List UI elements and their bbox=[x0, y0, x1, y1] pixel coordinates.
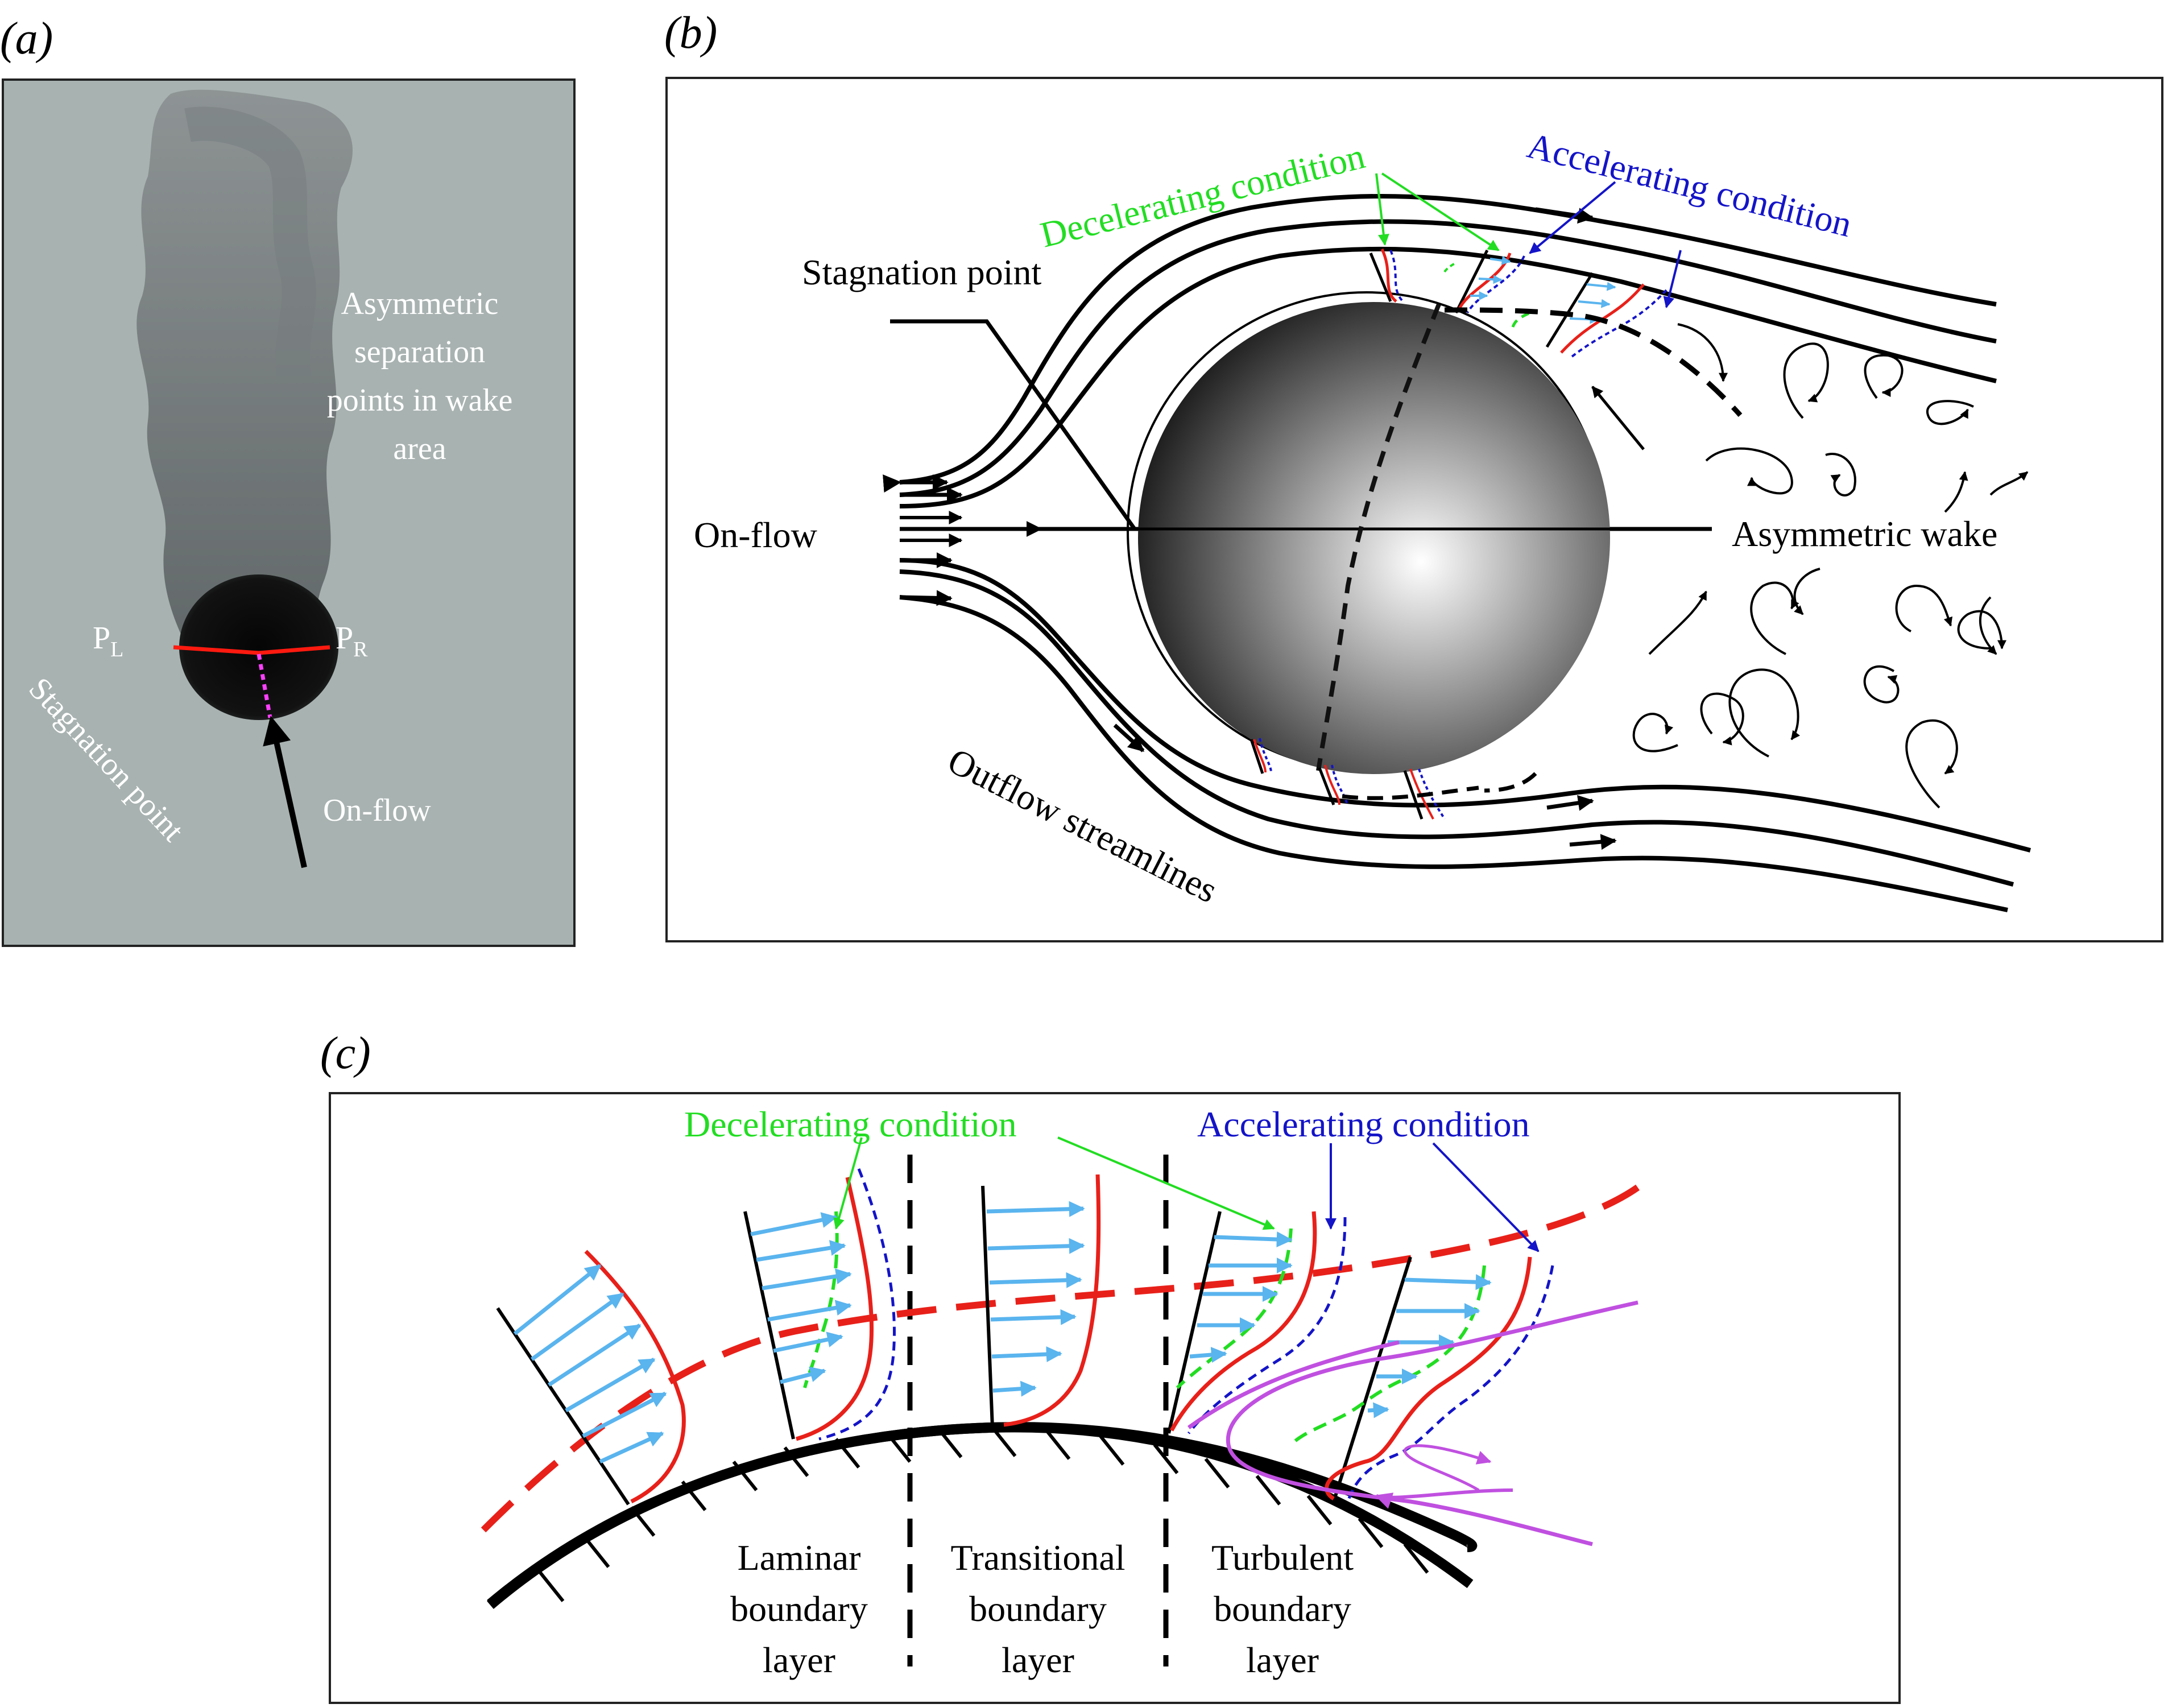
decel-pointer-1 bbox=[1375, 173, 1389, 246]
accel-pointer-1 bbox=[1529, 181, 1616, 254]
laminar-profile-2 bbox=[743, 1168, 896, 1441]
turbulent-profile-2 bbox=[1187, 1256, 1638, 1546]
c-decel-pointer-2 bbox=[1057, 1136, 1275, 1230]
transitional-profile bbox=[981, 1174, 1101, 1428]
region-turbulent-line1: Turbulent bbox=[1211, 1537, 1354, 1578]
svg-text:area: area bbox=[393, 431, 446, 466]
panel-b: (b) bbox=[664, 8, 2163, 942]
panel-c-frame bbox=[329, 1092, 1901, 1704]
stagnation-pointer bbox=[890, 319, 1136, 531]
svg-text:separation: separation bbox=[354, 334, 485, 370]
c-decel-pointer-1 bbox=[833, 1137, 863, 1230]
panel-c-label: (c) bbox=[320, 1028, 371, 1078]
decel-pointer-2 bbox=[1381, 172, 1500, 251]
panel-b-label: (b) bbox=[664, 8, 717, 58]
lower-arrow-2 bbox=[899, 590, 953, 606]
laminar-profile-1 bbox=[496, 1250, 686, 1506]
wall-hatching bbox=[539, 1426, 1429, 1602]
region-laminar-line1: Laminar bbox=[738, 1537, 861, 1578]
panel-b-onflow-label: On-flow bbox=[694, 515, 817, 555]
region-laminar-line3: layer bbox=[763, 1640, 835, 1680]
panel-c-accelerating-label: Accelerating condition bbox=[1197, 1104, 1530, 1144]
wake-vortices bbox=[1632, 323, 2029, 809]
wake-annotation: Asymmetric separation points in wake are… bbox=[327, 286, 513, 466]
point-right-label: PR bbox=[336, 621, 368, 661]
onflow-arrow bbox=[263, 716, 307, 869]
point-left-label: PL bbox=[93, 621, 123, 661]
smoke-wake bbox=[136, 89, 353, 648]
region-transitional-line1: Transitional bbox=[951, 1537, 1126, 1578]
svg-text:Asymmetric: Asymmetric bbox=[341, 286, 499, 321]
panel-c: (c) bbox=[320, 1028, 1901, 1704]
panel-b-stagnation-label: Stagnation point bbox=[802, 252, 1042, 292]
lower-streamlines bbox=[899, 558, 2031, 912]
region-turbulent-line3: layer bbox=[1246, 1640, 1319, 1680]
panel-a: (a) Asymmetric separation points in wake… bbox=[0, 14, 576, 947]
lower-arrow-3 bbox=[1113, 723, 1145, 752]
reverse-arrow-upper bbox=[1591, 386, 1645, 450]
upper-shear-layer bbox=[1444, 307, 1743, 417]
region-laminar-line2: boundary bbox=[730, 1589, 868, 1629]
lower-arrow-5 bbox=[1569, 834, 1617, 850]
svg-text:points in wake: points in wake bbox=[327, 383, 513, 418]
sphere bbox=[1138, 302, 1610, 774]
region-transitional-line3: layer bbox=[1002, 1640, 1074, 1680]
upper-arrow-3 bbox=[1535, 207, 1594, 224]
region-labels: Laminar boundary layer Transitional boun… bbox=[730, 1537, 1354, 1680]
boundary-layer-edge-line bbox=[481, 1180, 1646, 1533]
c-accel-pointer-2 bbox=[1432, 1142, 1540, 1252]
left-separation-line bbox=[173, 645, 259, 655]
panel-c-decelerating-label: Decelerating condition bbox=[684, 1104, 1017, 1144]
falling-sphere bbox=[179, 574, 338, 720]
onflow-label: On-flow bbox=[323, 793, 431, 828]
panel-b-wake-label: Asymmetric wake bbox=[1732, 514, 1997, 554]
region-turbulent-line2: boundary bbox=[1214, 1589, 1351, 1629]
turbulent-profile-1 bbox=[1167, 1211, 1347, 1434]
bottom-profiles bbox=[1249, 738, 1537, 820]
stagnation-line bbox=[256, 654, 272, 718]
panel-a-label: (a) bbox=[0, 14, 53, 64]
lower-arrow-4 bbox=[1546, 795, 1594, 811]
upper-streamlines bbox=[883, 193, 1997, 508]
accel-pointer-2 bbox=[1663, 250, 1682, 308]
separation-curve bbox=[1316, 303, 1441, 771]
right-separation-line bbox=[258, 645, 330, 655]
reverse-flow-streamline bbox=[1226, 1300, 1638, 1546]
region-transitional-line2: boundary bbox=[969, 1589, 1107, 1629]
wall-surface-curve bbox=[487, 1422, 1474, 1609]
